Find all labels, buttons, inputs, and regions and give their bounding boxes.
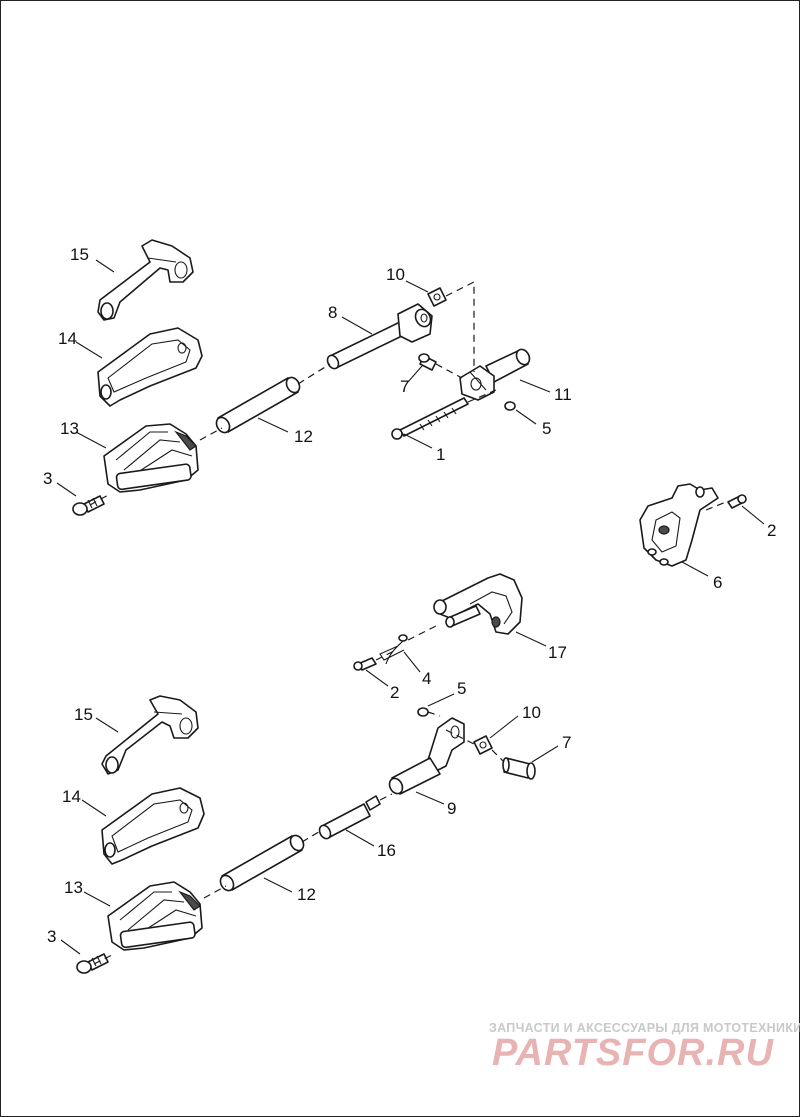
part-14-upper-cover <box>97 327 203 407</box>
part-8-shaft <box>326 303 433 370</box>
part-17-lower-bracket-arm <box>433 573 523 635</box>
callout-10-upper: 10 <box>386 265 405 284</box>
callout-12-upper: 12 <box>294 427 313 446</box>
part-3-lower-screw <box>76 953 109 974</box>
callout-2-lower: 2 <box>390 683 399 702</box>
callout-15-upper: 15 <box>70 245 89 264</box>
part-4-spring-clip <box>379 634 408 665</box>
callout-16: 16 <box>377 841 396 860</box>
watermark-logo: PARTSFOR.RU <box>492 1032 774 1071</box>
part-2-right-screw <box>727 494 747 509</box>
part-12-upper-tube <box>215 376 301 434</box>
watermark-tagline: ЗАПЧАСТИ И АКСЕССУАРЫ ДЛЯ МОТОТЕХНИКИ <box>489 1021 800 1035</box>
callout-14-lower: 14 <box>62 787 81 806</box>
callout-4: 4 <box>422 669 431 688</box>
callout-13-lower: 13 <box>64 878 83 897</box>
part-13-lower-footpeg <box>107 881 203 951</box>
part-7-lower-pin <box>502 757 536 780</box>
part-13-upper-footpeg <box>103 423 199 493</box>
callout-5-lower: 5 <box>457 679 466 698</box>
callout-10-lower: 10 <box>522 703 541 722</box>
callout-15-lower: 15 <box>74 705 93 724</box>
callout-6: 6 <box>713 573 722 592</box>
callout-14-upper: 14 <box>58 329 77 348</box>
part-10-upper-washer <box>427 287 447 307</box>
part-9-shift-lever <box>388 717 465 795</box>
callout-13-upper: 13 <box>60 419 79 438</box>
part-15-upper-hook <box>97 239 194 321</box>
part-5-upper-clip <box>504 401 516 411</box>
callout-5-upper: 5 <box>542 419 551 438</box>
part-2-lower-screw <box>353 657 377 671</box>
callout-3-lower: 3 <box>47 927 56 946</box>
part-3-upper-screw <box>72 495 105 516</box>
callout-3-upper: 3 <box>43 469 52 488</box>
callout-7-upper: 7 <box>400 377 409 396</box>
part-11-lever <box>459 348 531 401</box>
callout-7-lower: 7 <box>562 733 571 752</box>
callout-12-lower: 12 <box>297 885 316 904</box>
part-7-upper-pin <box>418 353 437 371</box>
part-15-lower-hook <box>101 695 199 775</box>
callout-17: 17 <box>548 643 567 662</box>
callout-1: 1 <box>436 445 445 464</box>
part-16-bushing <box>318 795 381 840</box>
callout-8: 8 <box>328 303 337 322</box>
watermark-brand: PARTSFOR.RU <box>492 1032 774 1071</box>
callout-11: 11 <box>554 385 572 404</box>
part-5-lower-oring <box>417 707 429 717</box>
callout-9: 9 <box>447 799 456 818</box>
part-10-lower-washer <box>473 735 493 755</box>
callout-2-right: 2 <box>767 521 776 540</box>
part-14-lower-cover <box>101 787 205 865</box>
part-6-mount-bracket <box>639 483 719 567</box>
part-12-lower-tube <box>219 834 305 892</box>
part-1-bolt <box>391 397 469 440</box>
